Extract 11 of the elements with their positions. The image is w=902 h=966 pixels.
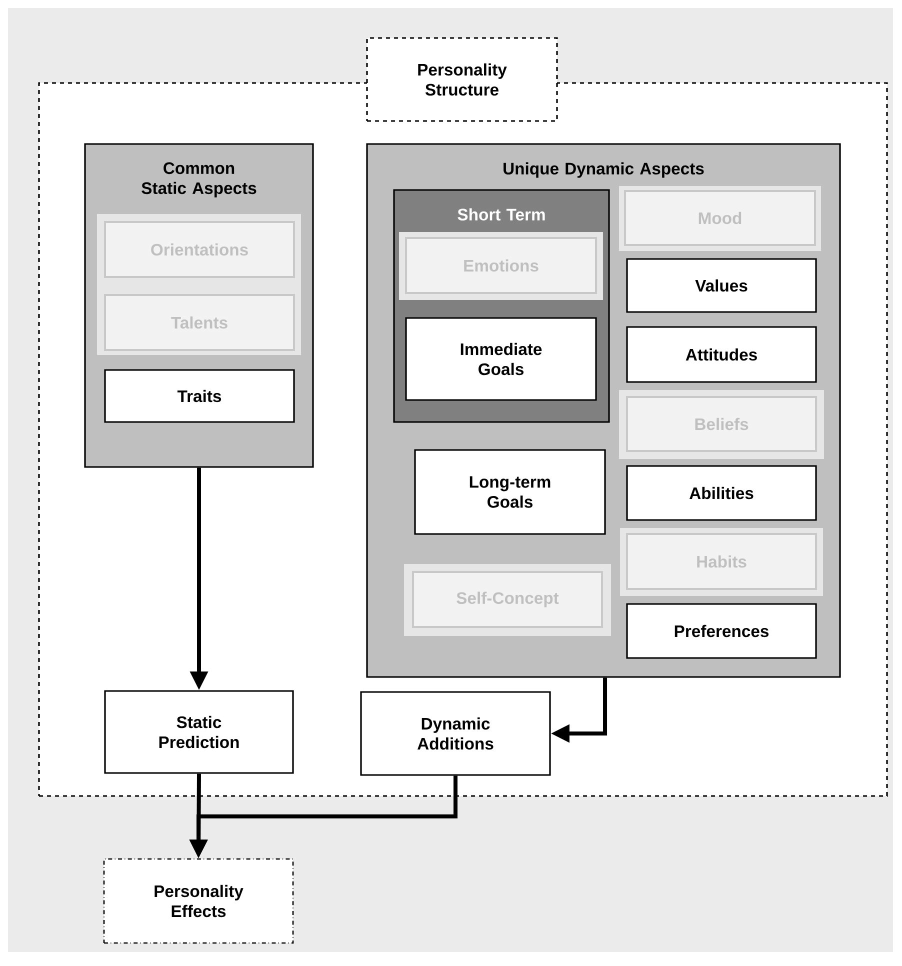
process-box: Long-term Goals — [414, 449, 606, 535]
process-box: Attitudes — [626, 326, 817, 383]
process-box: Dynamic Additions — [360, 691, 551, 776]
outcome-box: Personality Effects — [103, 858, 294, 944]
process-box: Abilities — [626, 465, 817, 521]
process-box: Preferences — [626, 603, 817, 659]
process-box: Immediate Goals — [405, 317, 597, 401]
process-box: Traits — [104, 369, 295, 423]
heading-tab: Personality Structure — [366, 37, 558, 122]
process-box: Static Prediction — [104, 690, 294, 774]
process-box: Values — [626, 258, 817, 313]
